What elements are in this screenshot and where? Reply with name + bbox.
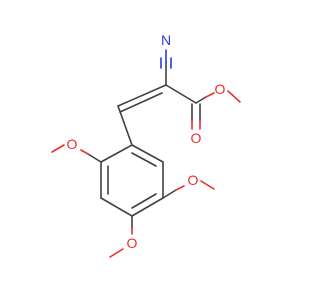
bond-c-ester: [165, 84, 197, 104]
bond-o2-half: [80, 149, 89, 155]
methoxy-5: O: [162, 172, 215, 199]
ring-bond-1-2: [100, 144, 133, 163]
ester-group: O O: [165, 81, 241, 146]
bond-o5-methyl: [200, 180, 215, 190]
ring-bond-6-1: [131, 144, 164, 163]
bond-o4-methyl: [109, 248, 124, 258]
atom-oxygen-carbonyl: O: [191, 130, 202, 146]
nitrile-group: N: [160, 32, 172, 86]
alkene-bond: [117, 84, 167, 113]
atom-oxygen-ome-2: O: [67, 136, 78, 152]
benzene-ring: [100, 144, 164, 217]
bond-o5-half: [175, 185, 185, 191]
bond-ring-o2: [87, 153, 102, 163]
bond-alkene-2: [119, 92, 163, 113]
atom-nitrogen: N: [161, 32, 171, 48]
bond-o-ester-half: [205, 92, 215, 98]
atom-oxygen-ome-4: O: [127, 235, 138, 251]
bond-o-methyl: [227, 90, 241, 103]
ring-bond-4-5: [131, 197, 164, 217]
ring-bond-4-5-inner: [131, 193, 157, 209]
bond-ring-o5: [162, 189, 177, 199]
ring-bond-3-4: [100, 197, 133, 217]
bond-o2-methyl: [51, 144, 65, 153]
methoxy-4: O: [109, 215, 138, 258]
methoxy-2: O: [51, 136, 102, 163]
atom-oxygen-ester: O: [215, 81, 226, 97]
bond-vinyl-ring: [117, 105, 133, 146]
molecule-structure: N O O O: [51, 32, 241, 258]
bond-c-o-single: [195, 96, 207, 104]
bond-alkene-1: [117, 84, 167, 107]
atom-oxygen-ome-5: O: [188, 172, 199, 188]
ring-bond-6-1-inner: [131, 152, 157, 167]
